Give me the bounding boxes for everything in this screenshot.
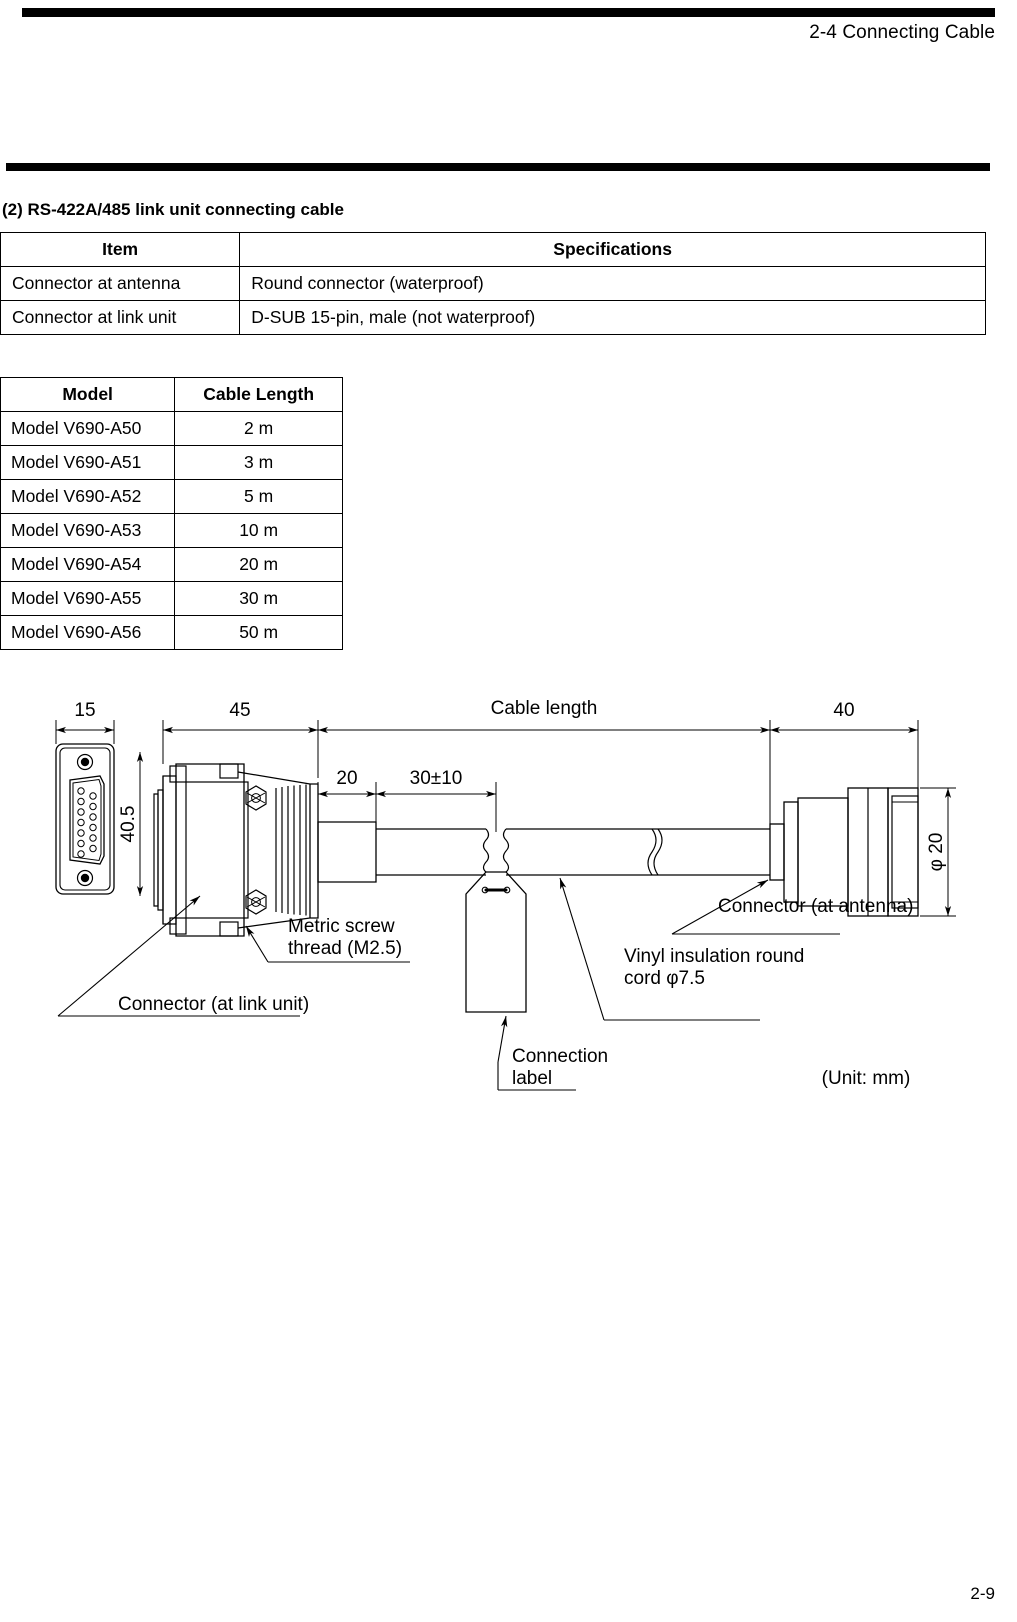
cell-cable-length: 20 m [174,547,343,582]
column-header-model: Model [0,377,176,412]
cell-cable-length: 2 m [174,411,343,446]
leader-link-unit-connector [57,895,201,1017]
cell-cable-length: 30 m [174,581,343,616]
leader-vinyl-cord [559,877,605,1021]
cable-strain-relief-boot [317,821,377,883]
table-header-row: Item Specifications [0,232,986,267]
hood-grip-ribs [275,784,307,916]
table-row: Model V690-A52 5 m [0,479,343,514]
footer-page-number: 2-9 [970,1584,995,1603]
dsub-face-view [55,743,115,895]
dimension-label-cable-length: Cable length [491,698,598,719]
dimension-cable-length [318,720,771,824]
page-header-title: 2-4 Connecting Cable [809,22,995,43]
cell-cable-length: 3 m [174,445,343,480]
column-header-specifications: Specifications [239,232,986,267]
callout-connection-label-line2: label [512,1068,552,1089]
cell-cable-length: 50 m [174,615,343,650]
leader-connection-label [497,1015,508,1063]
cable-assembly-drawing: 15 45 Cable length 40 20 30±10 40.5 φ 20… [55,698,956,1091]
callout-antenna-connector: Connector (at antenna) [718,896,913,917]
cell-model: Model V690-A51 [0,445,176,480]
dimension-label-30-plus-minus-10: 30±10 [410,768,463,789]
table-row: Connector at link unit D-SUB 15-pin, mal… [0,300,986,335]
callout-vinyl-cord-line2: cord φ7.5 [624,968,705,989]
cell-specification: Round connector (waterproof) [239,266,986,301]
cell-cable-length: 5 m [174,479,343,514]
dimension-label-40-5: 40.5 [118,806,139,843]
table-row: Model V690-A55 30 m [0,581,343,616]
column-header-item: Item [0,232,241,267]
dsub-hood-side-view [153,763,319,937]
antenna-connector-body [769,787,919,917]
callout-metric-screw-line2: thread (M2.5) [288,938,402,959]
column-header-cable-length: Cable Length [174,377,343,412]
cell-cable-length: 10 m [174,513,343,548]
table-row: Connector at antenna Round connector (wa… [0,266,986,301]
table-header-row: Model Cable Length [0,377,343,412]
cable-body [376,828,770,876]
dimension-label-phi-20: φ 20 [926,833,947,872]
model-cable-length-table: Model Cable Length Model V690-A50 2 m Mo… [0,377,343,650]
table-row: Model V690-A53 10 m [0,513,343,548]
dimension-phi-20 [920,787,956,917]
dimension-label-15: 15 [74,700,95,721]
thumbscrew-lower [245,889,267,915]
table-row: Model V690-A54 20 m [0,547,343,582]
dimension-label-45: 45 [229,700,250,721]
unit-note: (Unit: mm) [822,1068,911,1089]
table-row: Model V690-A56 50 m [0,615,343,650]
cell-model: Model V690-A56 [0,615,176,650]
dsub-pins [77,787,97,858]
cell-model: Model V690-A50 [0,411,176,446]
cell-model: Model V690-A53 [0,513,176,548]
section-heading: (2) RS-422A/485 link unit connecting cab… [2,200,344,219]
cell-specification: D-SUB 15-pin, male (not waterproof) [239,300,986,335]
dimension-40 [770,720,919,792]
callout-vinyl-cord-line1: Vinyl insulation round [624,946,804,967]
cell-model: Model V690-A55 [0,581,176,616]
header-bottom-rule [6,163,990,171]
dimension-label-20: 20 [336,768,357,789]
cell-item: Connector at link unit [0,300,241,335]
cell-item: Connector at antenna [0,266,241,301]
dimension-30-plus-minus-10 [375,782,497,832]
thumbscrew-upper [245,785,267,811]
connection-label-tag [465,871,527,1013]
cell-model: Model V690-A52 [0,479,176,514]
table-row: Model V690-A51 3 m [0,445,343,480]
specifications-table: Item Specifications Connector at antenna… [0,232,986,335]
callout-connection-label-line1: Connection [512,1046,608,1067]
dimension-40-5 [136,752,144,896]
leader-metric-screw [245,925,269,963]
header-top-rule [22,8,995,17]
dimension-label-40: 40 [833,700,854,721]
callout-link-unit-connector: Connector (at link unit) [118,994,309,1015]
cell-model: Model V690-A54 [0,547,176,582]
table-row: Model V690-A50 2 m [0,411,343,446]
dimension-15 [55,720,115,744]
callout-metric-screw-line1: Metric screw [288,916,395,937]
leader-antenna-connector [671,879,769,935]
